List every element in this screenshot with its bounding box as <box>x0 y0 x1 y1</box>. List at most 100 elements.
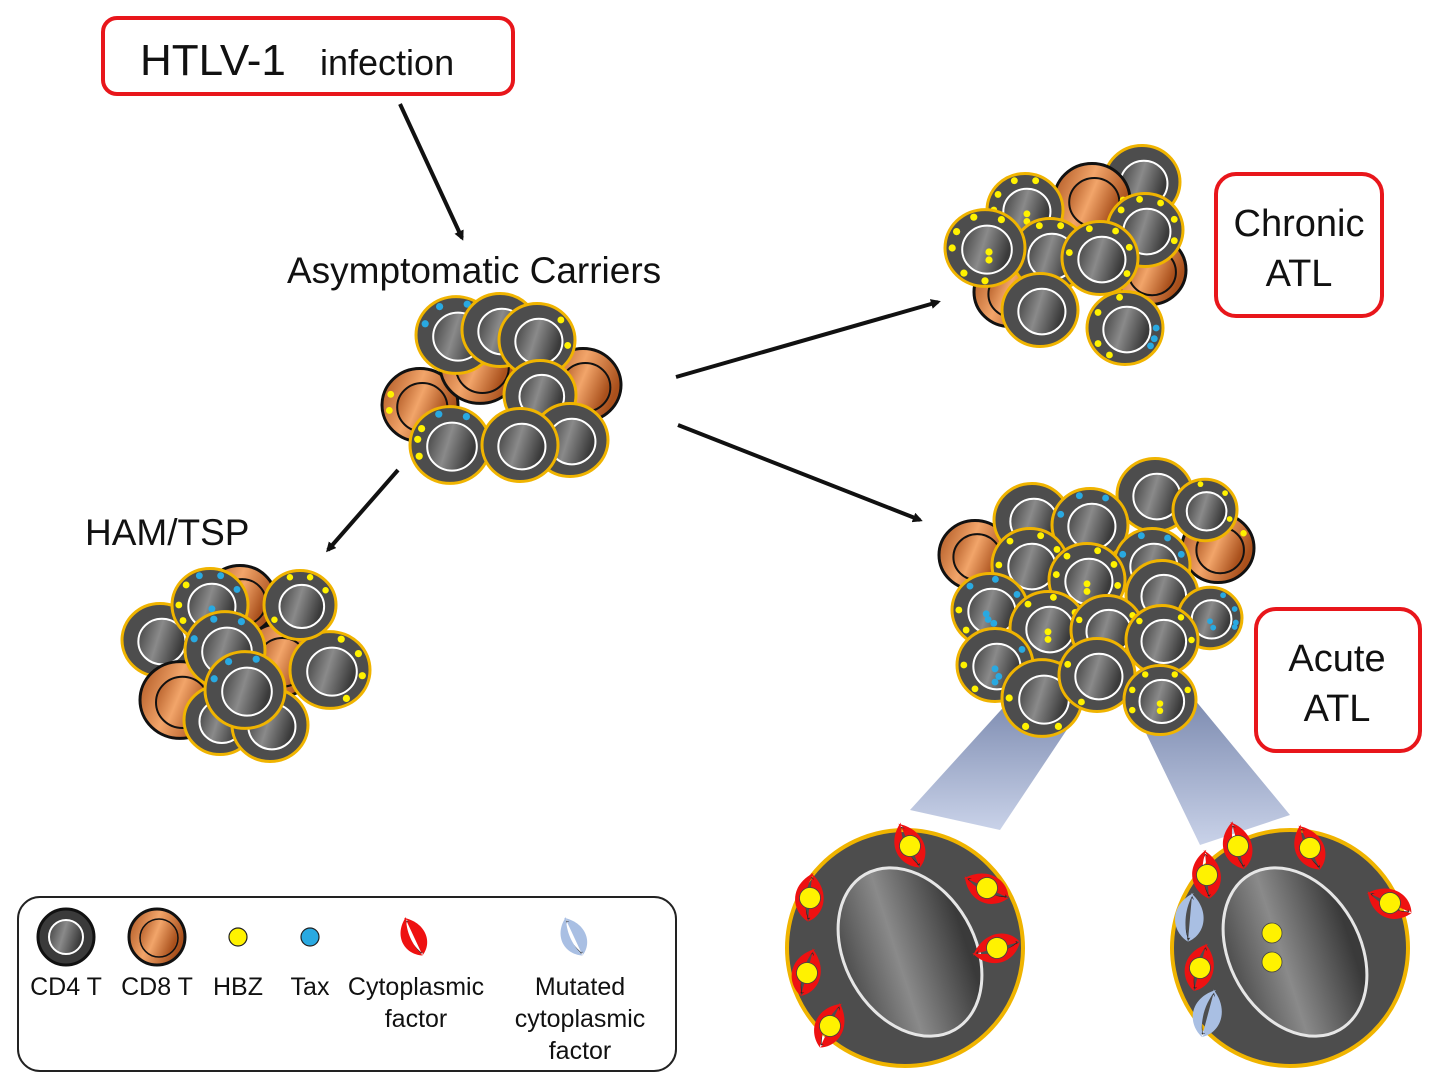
hbz-dot <box>1010 177 1018 185</box>
hbz-dot <box>899 835 921 857</box>
legend-label: Tax <box>291 973 330 1001</box>
cytoplasmic-factor <box>795 872 824 922</box>
hbz-dot <box>1078 698 1085 706</box>
acute-label-1: Acute <box>1288 638 1385 680</box>
hbz-dot <box>1076 616 1083 624</box>
tax-dot <box>217 572 225 580</box>
title-main: HTLV-1 <box>140 36 286 85</box>
tax-dot <box>225 657 233 666</box>
tax-dot <box>237 617 245 626</box>
tax-dot-icon <box>300 927 320 947</box>
tax-dot <box>252 655 260 663</box>
tax-dot <box>966 582 974 590</box>
title-sub: infection <box>320 42 454 83</box>
cytoplasmic-factor <box>894 822 926 868</box>
cytoplasmic-factor-icon <box>400 916 428 956</box>
hbz-dot <box>1136 195 1144 203</box>
legend-label: factor <box>385 1005 448 1033</box>
hbz-dot <box>962 626 970 634</box>
hbz-dot <box>1063 552 1071 560</box>
hbz-dot <box>1005 694 1013 702</box>
carriers-label: Asymptomatic Carriers <box>287 250 661 291</box>
tax-dot <box>1231 606 1238 612</box>
tax-dot <box>1207 618 1213 625</box>
tax-dot <box>1152 324 1160 332</box>
hbz-dot <box>1136 617 1143 625</box>
hbz-dot <box>337 635 345 643</box>
cd4-t-cell <box>1171 477 1239 543</box>
hbz-dot <box>960 269 968 277</box>
hbz-dot <box>1261 951 1283 973</box>
legend-label: Mutated <box>535 973 625 1001</box>
acute-atl-cluster <box>937 457 1256 738</box>
hbz-dot <box>1106 351 1113 359</box>
tax-dot <box>990 619 998 627</box>
carriers-cluster <box>380 292 623 485</box>
tax-dot <box>208 605 216 613</box>
tax-dot <box>1210 624 1217 631</box>
hbz-dot <box>985 248 993 256</box>
hbz-dot <box>985 256 993 264</box>
hbz-dot <box>948 244 956 252</box>
hbz-dot <box>997 215 1006 224</box>
hbz-dot <box>1094 309 1102 316</box>
tax-dot <box>1220 592 1226 599</box>
cd4-t-cell <box>408 405 492 485</box>
hbz-dot <box>976 877 998 899</box>
hbz-dot <box>1114 581 1122 589</box>
hbz-dot <box>960 661 968 669</box>
hbz-dot <box>286 574 294 581</box>
hbz-dot <box>387 390 395 398</box>
arrows <box>326 103 941 553</box>
hbz-dot <box>1110 561 1118 568</box>
tax-dot <box>462 412 470 421</box>
hbz-dot <box>1170 215 1178 223</box>
hbz-dot <box>799 887 821 909</box>
hbz-dot <box>1189 957 1211 979</box>
cd4-t-cell <box>288 630 372 710</box>
ham-tsp-label: HAM/TSP <box>85 512 249 553</box>
hbz-dot <box>955 606 963 614</box>
cd4-t-cell <box>943 208 1027 288</box>
hbz-dot <box>995 561 1003 569</box>
hbz-dot <box>564 341 572 349</box>
chronic-atl-cluster <box>943 144 1188 366</box>
hbz-dot <box>358 672 366 680</box>
arrow-infection-to-carriers <box>398 103 464 241</box>
chronic-atl-box: Chronic ATL <box>1214 172 1384 318</box>
hbz-dot <box>981 277 989 285</box>
hbz-dot <box>1142 671 1149 678</box>
hbz-dot <box>1227 835 1249 857</box>
cd8-cell-icon <box>127 907 187 967</box>
tax-dot <box>1018 646 1026 653</box>
tax-dot <box>1150 335 1158 343</box>
hbz-dot <box>1112 227 1119 235</box>
hbz-dot <box>1157 199 1164 207</box>
cd4-t-cell <box>1000 272 1080 348</box>
tax-dot <box>1075 492 1083 500</box>
hbz-dot <box>1188 636 1195 644</box>
hbz-dot <box>1177 614 1185 621</box>
hbz-dot <box>1057 222 1065 230</box>
cytoplasmic-factor <box>791 948 821 996</box>
hbz-dot <box>414 435 422 443</box>
hbz-dot <box>1129 686 1136 694</box>
cytoplasmic-factor <box>814 1002 845 1048</box>
hbz-dot <box>306 574 314 581</box>
hbz-dot <box>1023 210 1031 218</box>
tax-dot <box>1137 532 1145 540</box>
hbz-dot <box>1064 660 1072 668</box>
hbz-dot <box>1197 481 1204 488</box>
hbz-dot <box>1094 340 1102 347</box>
chronic-label-1: Chronic <box>1234 203 1365 245</box>
hbz-dot <box>1049 593 1057 601</box>
hbz-dot <box>1379 892 1401 914</box>
cd4-t-cell <box>1176 585 1244 651</box>
legend-label: cytoplasmic <box>515 1005 646 1033</box>
tax-dot <box>210 615 218 623</box>
tax-dot <box>984 616 992 623</box>
cytoplasmic-factor <box>1294 824 1326 870</box>
hbz-dot <box>1156 700 1164 707</box>
